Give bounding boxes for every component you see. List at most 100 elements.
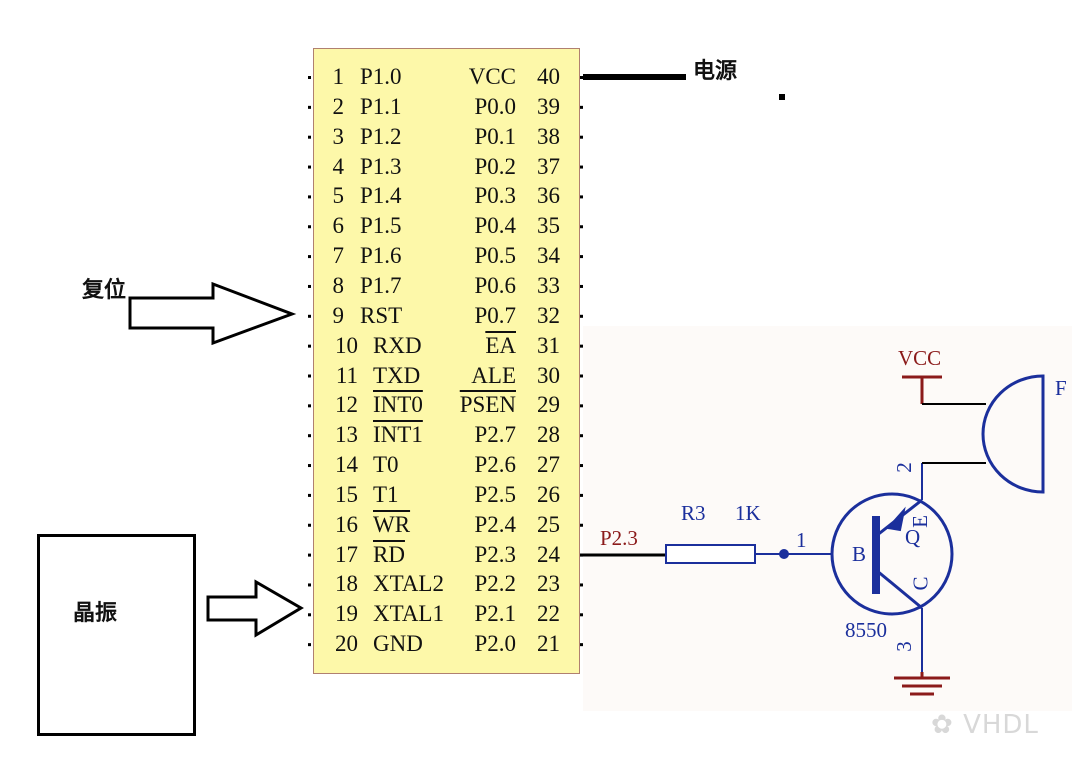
pin-number: 10 [335, 332, 358, 358]
pin-stub [580, 135, 583, 139]
pin-number: 17 [335, 541, 358, 567]
transistor-body [830, 492, 954, 616]
pin-stub [308, 553, 311, 557]
watermark: ✿ VHDL [931, 710, 1039, 740]
pin-number: 19 [335, 601, 358, 627]
pin-number: 23 [537, 571, 560, 597]
pin-number: 3 [332, 123, 345, 149]
pin-stub [580, 643, 583, 647]
pin-name: PSEN [459, 392, 516, 418]
pin-name: P1.6 [360, 243, 402, 269]
pin-name: WR [373, 511, 411, 537]
pin-name: P0.3 [474, 183, 516, 209]
pin-number: 40 [537, 64, 560, 89]
transistor-model: 8550 [845, 618, 887, 642]
pin-stub [308, 314, 311, 318]
buzzer-body [981, 374, 1045, 494]
base-node-number: 1 [796, 528, 807, 552]
pin-name: P1.0 [360, 64, 402, 89]
pin-name: RD [373, 541, 405, 567]
pin-name: XTAL1 [373, 601, 444, 627]
pin-stub [308, 464, 311, 468]
pin-stubs [308, 76, 583, 647]
pin-number: 24 [537, 541, 560, 567]
emitter-arrow [886, 506, 906, 532]
pin-stub [580, 374, 583, 378]
pin-stub [580, 225, 583, 229]
pin-name: P1.4 [360, 183, 402, 209]
pin-name: INT1 [373, 422, 423, 448]
stray-dot [779, 94, 785, 100]
resistor-r3 [665, 544, 756, 564]
pin-stub [308, 434, 311, 438]
reset-label: 复位 [82, 278, 127, 303]
pin-stub [580, 76, 583, 79]
pin-number: 7 [332, 243, 345, 269]
pin-number: 39 [537, 93, 560, 119]
pin-number: 22 [537, 601, 560, 627]
pin-number: 15 [335, 481, 358, 507]
pin-stub [580, 105, 583, 109]
left-pin-row: 7 P1.6 [320, 241, 460, 271]
pin-stub [308, 225, 311, 229]
left-pin-row: 17 RD [320, 540, 460, 570]
pin-name: P2.5 [474, 481, 516, 507]
pin-name: P0.4 [474, 213, 516, 239]
mcu-chip [313, 48, 580, 674]
pin-number: 9 [332, 302, 345, 328]
pin-stub [580, 434, 583, 438]
pin-stub [580, 523, 583, 527]
pin-number: 31 [537, 332, 560, 358]
pin-number: 35 [537, 213, 560, 239]
pin-name: P0.6 [474, 272, 516, 298]
pin-stub [308, 493, 311, 497]
crystal-arrow [206, 579, 304, 638]
pin-stub [580, 314, 583, 318]
net-label-p23: P2.3 [600, 526, 638, 550]
pin-stub [308, 195, 311, 199]
transistor-emitter-letter: E [907, 515, 932, 528]
pin-number: 18 [335, 571, 358, 597]
pin-name: TXD [373, 362, 421, 388]
pin-name: VCC [468, 64, 516, 89]
pin-name: P1.1 [360, 93, 402, 119]
resistor-ref: R3 [681, 501, 706, 525]
pin-stub [308, 76, 311, 79]
pin-name: P2.0 [474, 631, 516, 657]
pin-name: P1.5 [360, 213, 402, 239]
crystal-box: 晶振 [37, 534, 196, 736]
pin-stub [308, 284, 311, 288]
pin-stub [308, 404, 311, 408]
pin-number: 2 [332, 93, 345, 119]
pin-stub [308, 374, 311, 378]
pin-stub [308, 135, 311, 139]
left-pin-row: 2 P1.1 [320, 92, 460, 122]
